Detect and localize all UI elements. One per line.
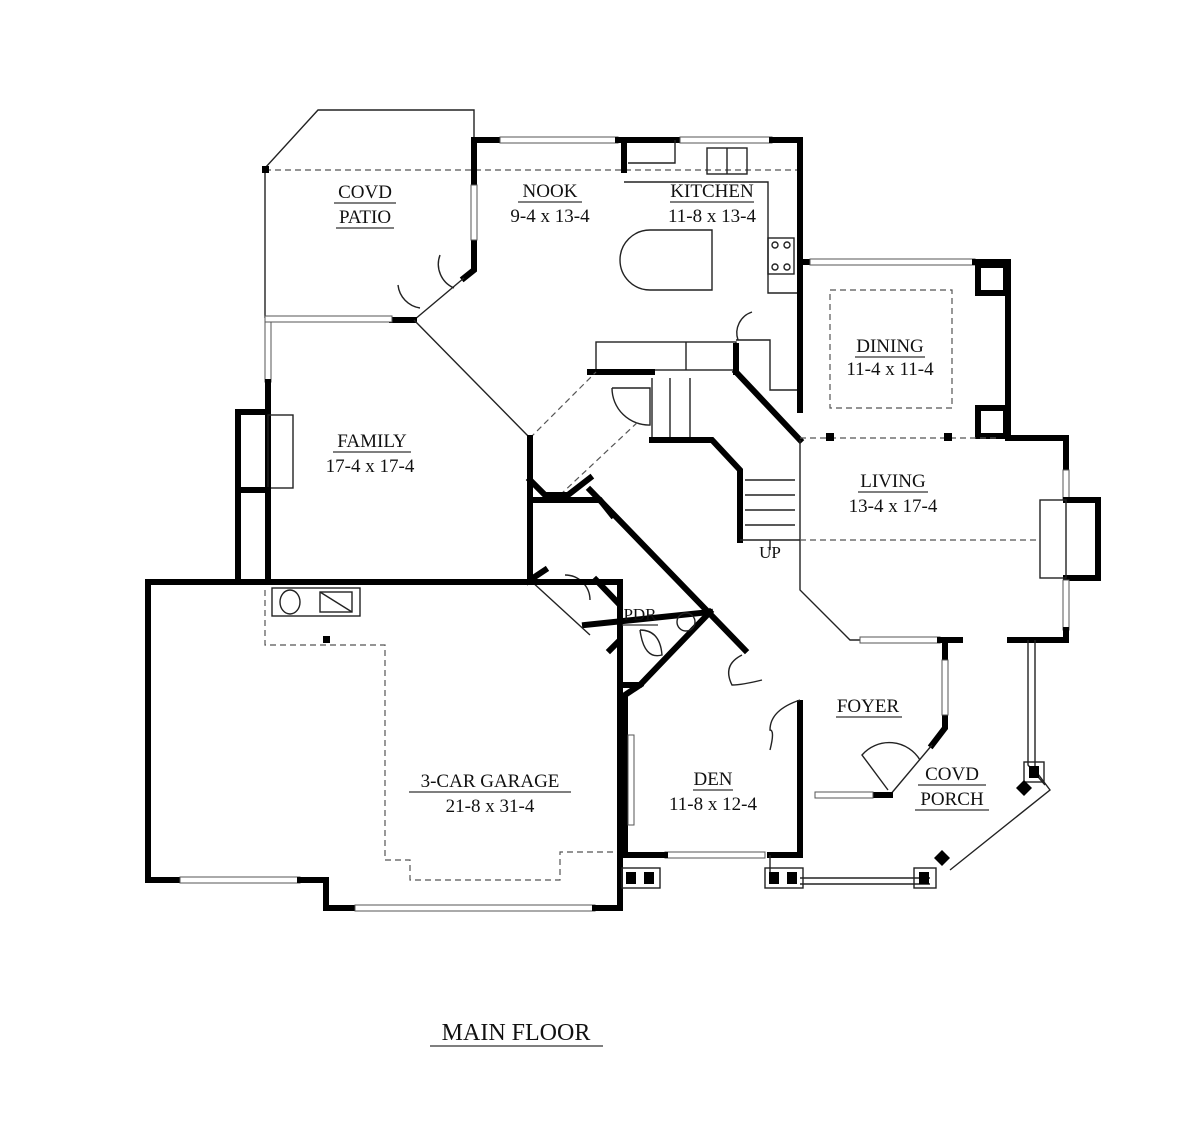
den-size: 11-8 x 12-4	[669, 794, 757, 815]
nook-kitchen-walls	[389, 136, 803, 439]
covered-patio-outline	[262, 109, 800, 318]
room-label-dining: DINING 11-4 x 11-4	[846, 336, 934, 380]
patio-label-2: PATIO	[339, 207, 391, 228]
living-size: 13-4 x 17-4	[849, 496, 938, 517]
dining-label: DINING	[856, 336, 924, 357]
family-label: FAMILY	[337, 431, 407, 452]
room-label-garage: 3-CAR GARAGE 21-8 x 31-4	[409, 771, 571, 817]
den-label: DEN	[693, 769, 732, 790]
garage-walls	[145, 579, 623, 912]
room-label-living: LIVING 13-4 x 17-4	[849, 471, 938, 517]
fireplace-hearth	[267, 414, 294, 489]
kitchen-size: 11-8 x 13-4	[668, 206, 756, 227]
room-label-foyer: FOYER	[836, 696, 902, 718]
living-label: LIVING	[860, 471, 926, 492]
porch-label: COVD	[925, 764, 979, 785]
washer-dryer	[271, 587, 361, 617]
living-fireplace-hearth	[1039, 499, 1067, 579]
kitchen-label: KITCHEN	[670, 181, 754, 202]
plan-title: MAIN FLOOR	[442, 1020, 591, 1046]
room-label-nook: NOOK 9-4 x 13-4	[510, 181, 590, 227]
patio-label: COVD	[338, 182, 392, 203]
family-room-walls	[235, 315, 393, 585]
room-label-porch: COVD PORCH	[915, 764, 989, 811]
family-size: 17-4 x 17-4	[326, 456, 415, 477]
room-label-family: FAMILY 17-4 x 17-4	[326, 431, 415, 477]
room-label-powder: PDR	[622, 605, 658, 626]
room-label-den: DEN 11-8 x 12-4	[669, 769, 757, 815]
nook-label: NOOK	[523, 181, 578, 202]
room-label-patio: COVD PATIO	[334, 182, 396, 229]
stairs-up-label: UP	[759, 543, 781, 562]
porch-label-2: PORCH	[920, 789, 984, 810]
garage-label: 3-CAR GARAGE	[421, 771, 560, 792]
porch-outline	[621, 640, 1051, 889]
kitchen-island	[619, 229, 713, 291]
garage-size: 21-8 x 31-4	[446, 796, 535, 817]
foyer-den-walls	[622, 637, 949, 859]
dining-size: 11-4 x 11-4	[846, 359, 934, 380]
nook-size: 9-4 x 13-4	[510, 206, 590, 227]
powder-label: PDR	[623, 605, 657, 624]
room-label-kitchen: KITCHEN 11-8 x 13-4	[668, 181, 756, 227]
dining-living-walls	[797, 258, 1101, 644]
foyer-label: FOYER	[837, 696, 900, 717]
stair-core-walls	[525, 292, 805, 688]
